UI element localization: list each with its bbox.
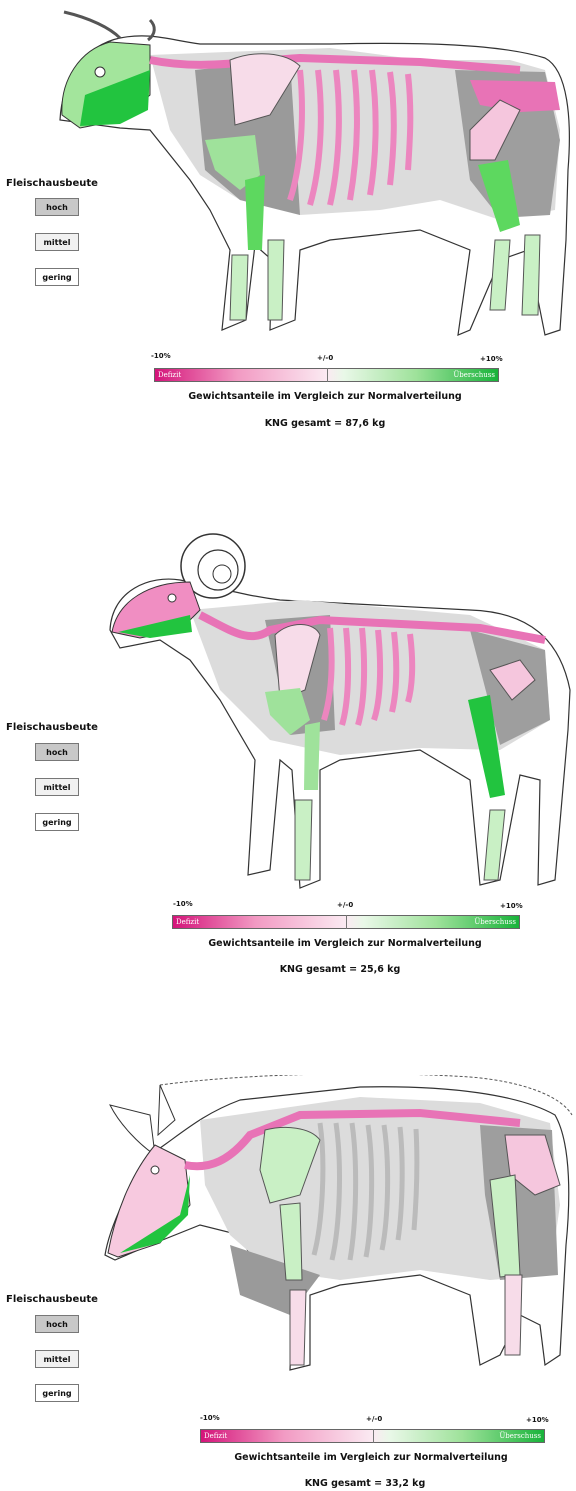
total-weight: KNG gesamt = 87,6 kg <box>200 418 450 429</box>
legend-high-yield: hoch <box>35 743 79 761</box>
scale-left-label: -10% <box>200 1414 220 1422</box>
legend-medium-yield: mittel <box>35 233 79 251</box>
scale-right-label: +10% <box>500 902 523 910</box>
scale-right-label: +10% <box>480 355 503 363</box>
legend-low-yield: gering <box>35 268 79 286</box>
legend-title: Fleischausbeute <box>6 1294 98 1305</box>
pig-panel: Fleischausbeute hoch mittel gering -10% … <box>0 1075 576 1491</box>
deficit-label: Defizit <box>204 1432 227 1440</box>
scale-center-label: +/-0 <box>337 901 353 909</box>
total-weight: KNG gesamt = 33,2 kg <box>240 1478 490 1489</box>
legend-medium-yield: mittel <box>35 1350 79 1368</box>
total-weight: KNG gesamt = 25,6 kg <box>215 964 465 975</box>
pig-illustration <box>0 1075 576 1400</box>
scale-center-label: +/-0 <box>366 1415 382 1423</box>
legend-title: Fleischausbeute <box>6 178 98 189</box>
scale-left-label: -10% <box>173 900 193 908</box>
deficit-surplus-scale: Defizit Überschuss <box>154 368 499 382</box>
legend-medium-yield: mittel <box>35 778 79 796</box>
surplus-label: Überschuss <box>453 371 495 379</box>
scale-left-label: -10% <box>151 352 171 360</box>
legend-title: Fleischausbeute <box>6 722 98 733</box>
cattle-illustration <box>0 0 576 350</box>
legend-high-yield: hoch <box>35 198 79 216</box>
scale-right-label: +10% <box>526 1416 549 1424</box>
scale-caption: Gewichtsanteile im Vergleich zur Normalv… <box>140 938 550 949</box>
scale-midpoint <box>373 1429 374 1443</box>
scale-midpoint <box>346 915 347 929</box>
scale-center-label: +/-0 <box>317 354 333 362</box>
scale-caption: Gewichtsanteile im Vergleich zur Normalv… <box>166 1452 576 1463</box>
deficit-label: Defizit <box>158 371 181 379</box>
deficit-surplus-scale: Defizit Überschuss <box>172 915 520 929</box>
surplus-label: Überschuss <box>474 918 516 926</box>
sheep-illustration <box>0 520 576 900</box>
sheep-panel: Fleischausbeute hoch mittel gering -10% … <box>0 520 576 990</box>
legend-low-yield: gering <box>35 813 79 831</box>
deficit-label: Defizit <box>176 918 199 926</box>
deficit-surplus-scale: Defizit Überschuss <box>200 1429 545 1443</box>
legend-high-yield: hoch <box>35 1315 79 1333</box>
legend-low-yield: gering <box>35 1384 79 1402</box>
scale-caption: Gewichtsanteile im Vergleich zur Normalv… <box>120 391 530 402</box>
scale-midpoint <box>327 368 328 382</box>
cattle-panel: Fleischausbeute hoch mittel gering -10% … <box>0 0 576 440</box>
surplus-label: Überschuss <box>499 1432 541 1440</box>
